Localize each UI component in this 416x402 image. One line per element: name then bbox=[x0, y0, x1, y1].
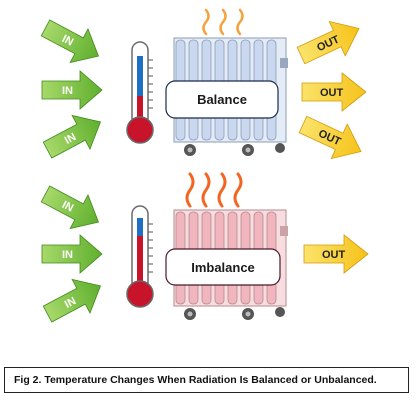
out-arrow: OUT bbox=[296, 20, 360, 65]
in-arrow-label: IN bbox=[63, 295, 78, 311]
radiator: Imbalance bbox=[165, 209, 288, 320]
thermometer bbox=[126, 205, 154, 308]
heat-waves bbox=[185, 172, 243, 208]
out-arrow-label: OUT bbox=[320, 87, 344, 99]
imbalance-label: Imbalance bbox=[191, 260, 255, 275]
in-arrow: IN bbox=[42, 114, 102, 159]
in-arrow: IN bbox=[41, 70, 103, 110]
in-arrow: IN bbox=[40, 185, 100, 230]
out-arrow: OUT bbox=[298, 115, 362, 160]
in-arrow: IN bbox=[40, 19, 100, 64]
in-arrow-label: IN bbox=[62, 249, 73, 261]
in-arrow: IN bbox=[41, 234, 103, 274]
balance-panel: IN IN IN bbox=[40, 8, 367, 160]
out-arrow: OUT bbox=[301, 72, 367, 112]
radiator: Balance bbox=[165, 37, 288, 156]
figure-caption-box: Fig 2. Temperature Changes When Radiatio… bbox=[4, 367, 409, 393]
in-arrow: IN bbox=[42, 278, 102, 323]
out-arrow-label: OUT bbox=[322, 249, 346, 261]
imbalance-panel: IN IN IN bbox=[40, 172, 369, 323]
in-arrow-label: IN bbox=[60, 199, 75, 215]
figure-caption: Fig 2. Temperature Changes When Radiatio… bbox=[14, 374, 377, 386]
heat-waves bbox=[202, 8, 244, 36]
out-arrow: OUT bbox=[303, 234, 369, 274]
balance-label: Balance bbox=[197, 92, 247, 107]
in-arrow-label: IN bbox=[62, 85, 73, 97]
in-arrow-label: IN bbox=[63, 131, 78, 147]
in-arrow-label: IN bbox=[60, 33, 75, 49]
thermometer bbox=[126, 41, 154, 144]
